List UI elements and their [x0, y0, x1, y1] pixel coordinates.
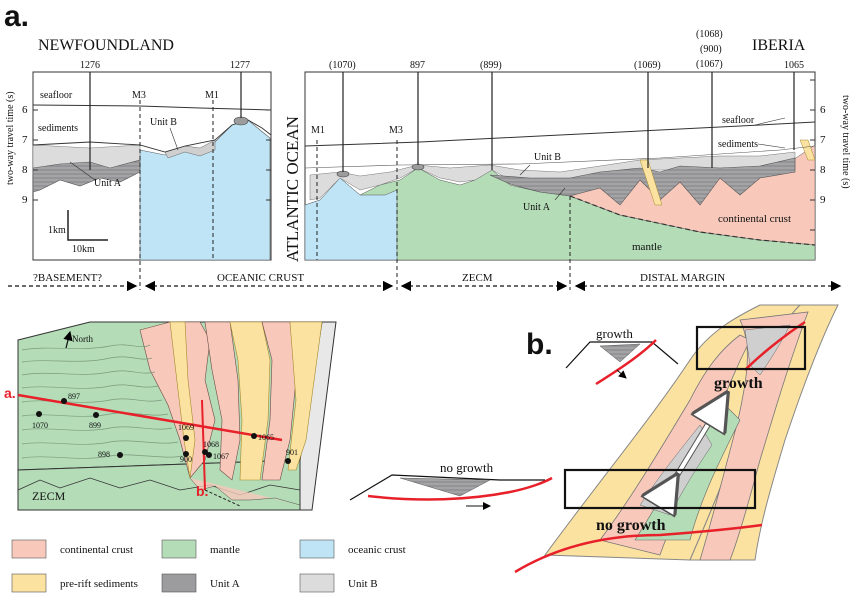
no-growth-big-label: no growth: [596, 517, 666, 534]
newfoundland-title: NEWFOUNDLAND: [38, 37, 174, 54]
domain-labels: ?BASEMENT? OCEANIC CRUST ZECM DISTAL MAR…: [30, 270, 756, 284]
tick-label: 8: [820, 164, 826, 176]
legend-swatch-continental-crust: [11, 539, 47, 559]
continental-crust-label: continental crust: [718, 213, 791, 225]
map-site-label: 1068: [203, 440, 219, 449]
seafloor-label: seafloor: [40, 90, 73, 101]
legend-swatch-pre-rift-sediments: [11, 573, 47, 593]
panel-a-label: a.: [4, 0, 29, 33]
scale-vertical-label: 1km: [48, 225, 66, 236]
north-label: North: [72, 334, 93, 344]
legend: continental crust mantle oceanic crust p…: [11, 539, 406, 593]
site-label: 897: [410, 60, 425, 71]
iberia-section: [304, 71, 816, 290]
legend-label: pre-rift sediments: [60, 578, 138, 590]
map-site-label: 897: [68, 392, 80, 401]
iberia-title: IBERIA: [752, 37, 806, 54]
axis-label-left: two-way travel time (s): [5, 91, 16, 185]
axis-label-right: two-way travel time (s): [840, 95, 850, 189]
unit-a-label: Unit A: [523, 202, 551, 213]
block-diagram: [17, 321, 337, 511]
tick-label: 9: [820, 194, 826, 206]
domain-label: ZECM: [462, 272, 493, 284]
seafloor-label: seafloor: [722, 115, 755, 126]
domain-label: DISTAL MARGIN: [640, 272, 725, 284]
map-site-label: 898: [98, 450, 110, 459]
legend-label: continental crust: [60, 544, 133, 556]
magnetic-anomaly-label: M1: [205, 90, 219, 101]
panel-b-labels: growth growth no growth no growth: [440, 326, 763, 534]
tick-label: 6: [820, 104, 826, 116]
site-label: (1068): [696, 29, 723, 40]
map-site-label: 1065: [258, 433, 274, 442]
newfoundland-section: [32, 71, 272, 290]
legend-swatch-unit-b: [299, 573, 335, 593]
tick-label: 7: [820, 134, 826, 146]
tick-label: 7: [22, 134, 28, 146]
site-label: (1067): [696, 59, 723, 70]
zecm-map-label: ZECM: [32, 489, 66, 503]
domain-label: ?BASEMENT?: [33, 272, 102, 284]
map-site-label: 1067: [213, 452, 229, 461]
site-label: (1069): [634, 60, 661, 71]
block-diagram-labels: North a. b. ZECM 897 1070 899 1069 1068 …: [4, 334, 298, 503]
site-label: (900): [700, 44, 722, 55]
map-site-label: 1070: [32, 421, 48, 430]
panel-b-diagram: [349, 304, 839, 574]
legend-swatch-mantle: [161, 539, 197, 559]
magnetic-anomaly-label: M3: [389, 125, 403, 136]
left-tick-labels: 6 7 8 9: [22, 104, 28, 206]
right-site-labels: (1070) 897 (899) (1069) (1068) (900) (10…: [311, 29, 804, 253]
no-growth-inset-label: no growth: [440, 460, 494, 475]
scale-horizontal-label: 10km: [72, 244, 95, 255]
panel-b-label: b.: [526, 328, 553, 361]
map-site-label: 1069: [178, 423, 194, 432]
map-site-label: 901: [286, 448, 298, 457]
unit-a-label: Unit A: [94, 178, 122, 189]
profile-a-label: a.: [4, 385, 16, 401]
site-label: 1065: [784, 60, 804, 71]
tick-label: 6: [22, 104, 28, 116]
legend-label: Unit B: [348, 578, 378, 590]
profile-b-label: b.: [196, 483, 208, 499]
growth-big-label: growth: [714, 375, 763, 392]
mantle-label: mantle: [632, 241, 662, 253]
sediments-label: sediments: [38, 123, 78, 134]
magnetic-anomaly-label: M3: [132, 90, 146, 101]
growth-inset-label: growth: [596, 326, 633, 341]
ocean-label: ATLANTIC OCEAN: [283, 116, 302, 262]
site-label: 1276: [80, 60, 100, 71]
sediments-label: sediments: [718, 139, 758, 150]
legend-label: oceanic crust: [348, 544, 406, 556]
legend-label: mantle: [210, 544, 240, 556]
site-label: 1277: [230, 60, 250, 71]
right-tick-labels: 6 7 8 9: [820, 104, 826, 206]
unit-b-label: Unit B: [534, 152, 561, 163]
site-label: (899): [480, 60, 502, 71]
unit-b-label: Unit B: [150, 117, 177, 128]
tick-label: 9: [22, 194, 28, 206]
legend-label: Unit A: [210, 578, 240, 590]
map-site-label: 900: [180, 455, 192, 464]
tick-label: 8: [22, 164, 28, 176]
legend-swatch-oceanic-crust: [299, 539, 335, 559]
domain-label: OCEANIC CRUST: [217, 272, 304, 284]
map-site-label: 899: [89, 421, 101, 430]
site-label: (1070): [329, 60, 356, 71]
legend-swatch-unit-a: [161, 573, 197, 593]
magnetic-anomaly-label: M1: [311, 125, 325, 136]
